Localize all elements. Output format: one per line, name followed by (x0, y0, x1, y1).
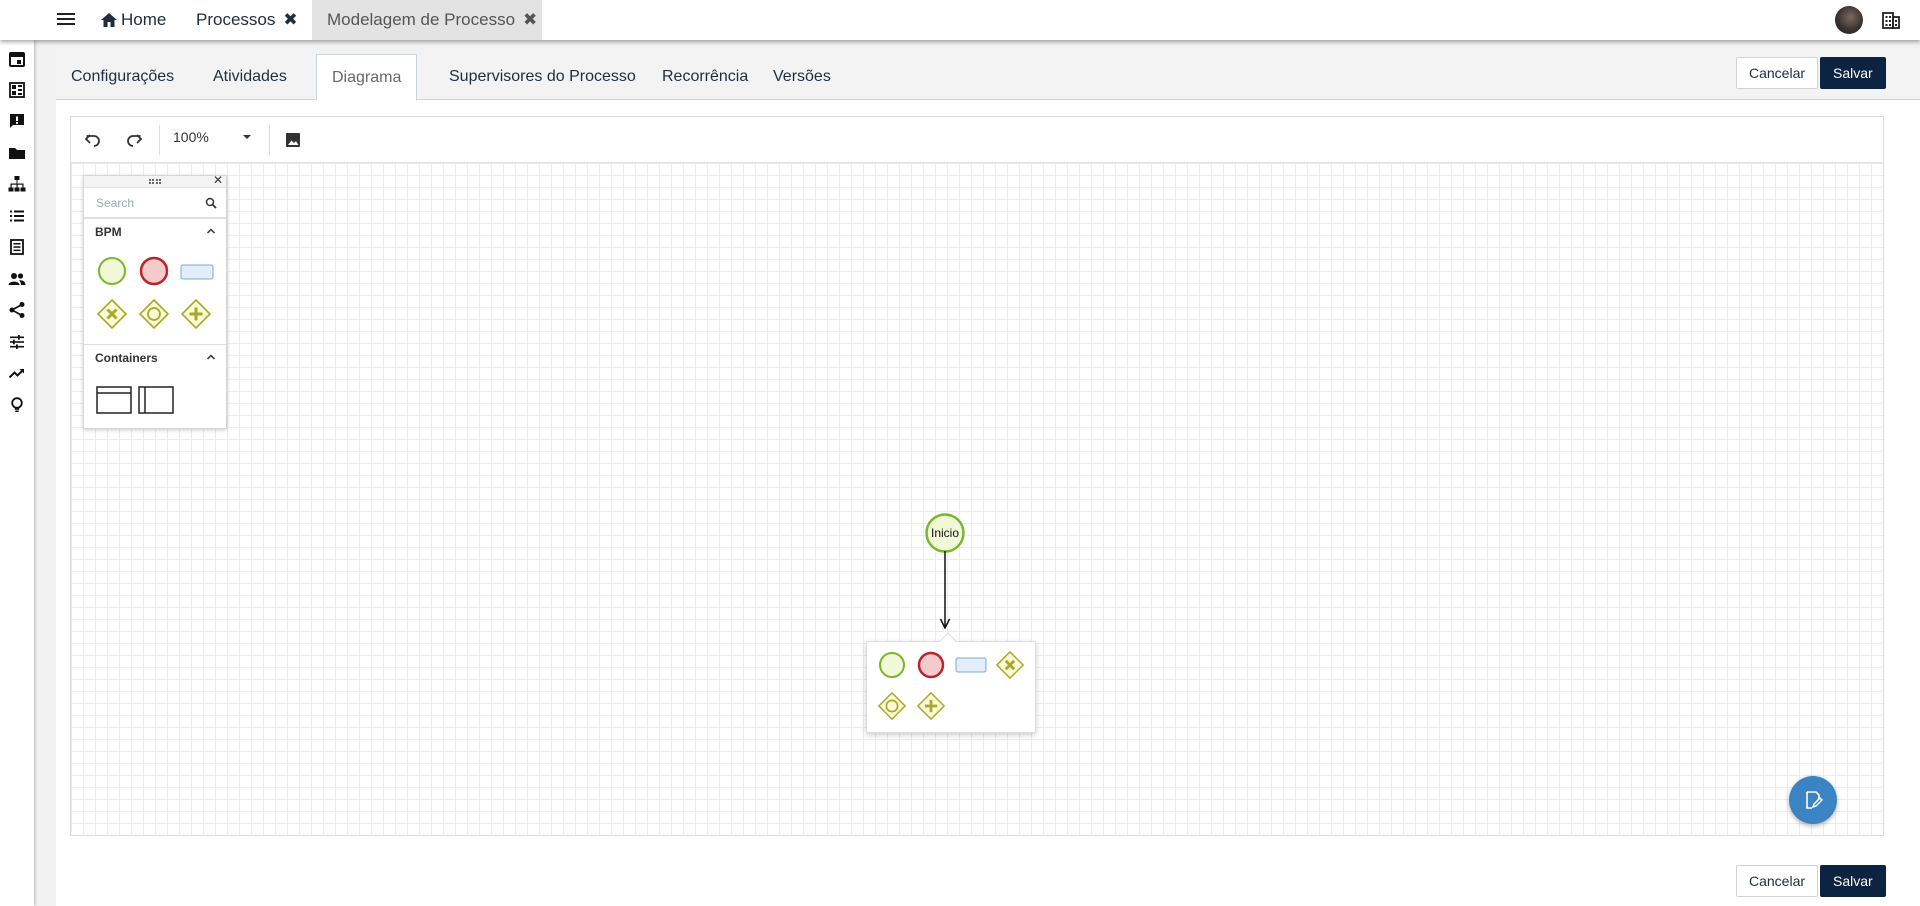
feedback-icon[interactable] (8, 112, 26, 130)
dashboard-icon[interactable] (8, 81, 26, 99)
edit-fab-button[interactable] (1789, 776, 1837, 824)
tab-versoes[interactable]: Versões (773, 68, 831, 85)
exclusive-gateway-shape[interactable] (995, 650, 1025, 680)
lightbulb-icon[interactable] (8, 396, 26, 414)
tab-home[interactable]: Home (100, 0, 166, 40)
diagram-canvas[interactable]: ✕ BPM (71, 163, 1883, 835)
document-icon[interactable] (8, 238, 26, 256)
toolbar-divider (269, 125, 270, 155)
edit-note-icon (1806, 791, 1823, 809)
left-sidebar (0, 40, 34, 906)
close-icon[interactable]: ✕ (212, 173, 223, 187)
process-card: Configurações Atividades Diagrama Superv… (56, 54, 1920, 906)
tab-modelagem-label: Modelagem de Processo (327, 10, 516, 29)
tab-home-label: Home (121, 10, 167, 29)
avatar[interactable] (1835, 6, 1863, 34)
section-title: BPM (95, 225, 122, 239)
tab-processos[interactable]: Processos ✖ (196, 0, 298, 40)
building-icon[interactable] (1881, 10, 1901, 30)
share-icon[interactable] (8, 301, 26, 319)
chevron-up-icon (206, 228, 216, 234)
toolbar-divider (159, 125, 160, 155)
end-event-shape[interactable] (917, 651, 945, 679)
pool-horizontal-shape[interactable] (96, 386, 132, 414)
inclusive-gateway-shape[interactable] (138, 298, 170, 330)
menu-icon[interactable] (56, 9, 76, 29)
start-event-shape[interactable] (97, 256, 127, 286)
sequence-flow-arrow[interactable] (939, 551, 951, 629)
editor-toolbar: 100% (71, 117, 1883, 163)
close-icon[interactable]: ✖ (523, 10, 538, 29)
main-area: Configurações Atividades Diagrama Superv… (34, 40, 1920, 906)
undo-icon[interactable] (83, 130, 103, 150)
home-icon (101, 13, 117, 27)
people-icon[interactable] (8, 270, 26, 288)
next-shape-popup (866, 632, 1036, 733)
folder-icon[interactable] (8, 144, 26, 162)
shape-palette: ✕ BPM (83, 173, 227, 429)
save-button[interactable]: Salvar (1820, 57, 1886, 89)
palette-search-input[interactable] (84, 188, 226, 218)
start-event-node[interactable] (925, 513, 965, 553)
inclusive-gateway-shape[interactable] (877, 691, 907, 721)
parallel-gateway-shape[interactable] (916, 691, 946, 721)
calendar-icon[interactable] (8, 50, 26, 68)
tab-supervisores-do-processo[interactable]: Supervisores do Processo (449, 68, 636, 85)
top-bar: Home Processos ✖ Modelagem de Processo ✖ (0, 0, 1920, 40)
palette-section-containers[interactable]: Containers (84, 345, 226, 371)
popup-arrow (939, 632, 957, 650)
diagram-editor: 100% ✕ (70, 116, 1884, 836)
palette-drag-handle[interactable]: ✕ (84, 173, 226, 188)
image-export-icon[interactable] (283, 130, 303, 150)
sitemap-icon[interactable] (8, 175, 26, 193)
parallel-gateway-shape[interactable] (180, 298, 212, 330)
tab-recorrencia[interactable]: Recorrência (662, 68, 749, 85)
zoom-select[interactable]: 100% (173, 129, 209, 145)
palette-section-bpm[interactable]: BPM (84, 219, 226, 245)
divider (84, 218, 226, 219)
tab-modelagem-de-processo[interactable]: Modelagem de Processo ✖ (312, 0, 542, 40)
cancel-button-bottom[interactable]: Cancelar (1736, 865, 1819, 897)
cancel-button[interactable]: Cancelar (1736, 57, 1819, 89)
tab-diagrama[interactable]: Diagrama (316, 54, 418, 101)
tab-configuracoes[interactable]: Configurações (71, 68, 175, 85)
pool-vertical-shape[interactable] (138, 386, 174, 414)
task-shape[interactable] (955, 657, 987, 673)
tab-bar: Configurações Atividades Diagrama Superv… (56, 54, 1920, 101)
task-shape[interactable] (180, 264, 214, 280)
close-icon[interactable]: ✖ (283, 10, 298, 29)
tab-atividades[interactable]: Atividades (213, 68, 287, 85)
save-button-bottom[interactable]: Salvar (1820, 865, 1886, 897)
exclusive-gateway-shape[interactable] (96, 298, 128, 330)
list-icon[interactable] (8, 207, 26, 225)
tune-icon[interactable] (8, 333, 26, 351)
tab-processos-label: Processos (196, 10, 276, 29)
divider (84, 344, 226, 345)
trending-icon[interactable] (8, 364, 26, 382)
end-event-shape[interactable] (139, 256, 169, 286)
chevron-down-icon[interactable] (241, 131, 253, 143)
start-event-shape[interactable] (878, 651, 906, 679)
section-title: Containers (95, 351, 158, 365)
search-icon (205, 197, 217, 209)
redo-icon[interactable] (124, 130, 144, 150)
chevron-up-icon (206, 354, 216, 360)
grip-icon (149, 179, 161, 184)
